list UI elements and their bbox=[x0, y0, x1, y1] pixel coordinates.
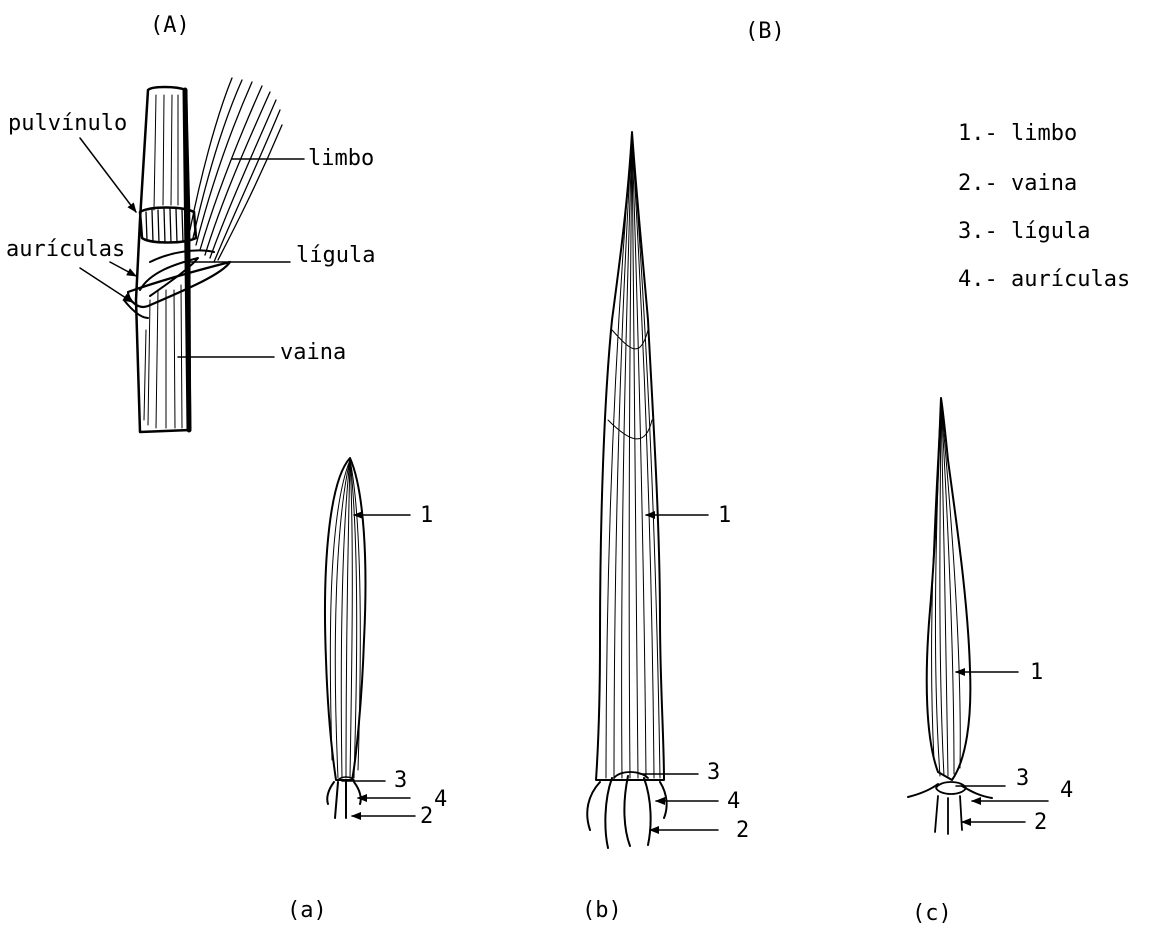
panel-title-a: (a) bbox=[287, 898, 327, 923]
label-vaina: vaina bbox=[280, 340, 346, 365]
leaf-a-label-4: 4 bbox=[434, 787, 447, 812]
legend-item-1: 1.- limbo bbox=[958, 121, 1077, 146]
leaf-a-illustration bbox=[325, 458, 365, 818]
leaf-b-label-2: 2 bbox=[736, 818, 749, 843]
leaf-c-label-3: 3 bbox=[1016, 766, 1029, 791]
leaf-a-label-2: 2 bbox=[420, 804, 433, 829]
leaf-c-illustration bbox=[908, 398, 992, 834]
panel-title-b: (b) bbox=[582, 898, 622, 923]
label-auriculas: aurículas bbox=[6, 237, 125, 262]
leaf-b-label-1: 1 bbox=[718, 503, 731, 528]
leaf-b-illustration bbox=[587, 132, 666, 848]
legend-item-2: 2.- vaina bbox=[958, 171, 1077, 196]
leaf-c-label-2: 2 bbox=[1034, 810, 1047, 835]
panel-title-A: (A) bbox=[150, 13, 190, 38]
legend-item-4: 4.- aurículas bbox=[958, 267, 1130, 292]
legend: 1.- limbo 2.- vaina 3.- lígula 4.- auríc… bbox=[958, 121, 1130, 292]
panel-title-B: (B) bbox=[745, 19, 785, 44]
label-ligula: lígula bbox=[296, 243, 375, 268]
leaf-a-label-3: 3 bbox=[394, 768, 407, 793]
leaf-b-label-3: 3 bbox=[707, 760, 720, 785]
leaf-c-label-1: 1 bbox=[1030, 660, 1043, 685]
panel-title-c: (c) bbox=[912, 901, 952, 926]
label-pulvinulo: pulvínulo bbox=[8, 111, 127, 136]
leaf-c-label-4: 4 bbox=[1060, 778, 1073, 803]
leaf-a-label-1: 1 bbox=[420, 503, 433, 528]
label-limbo: limbo bbox=[308, 146, 374, 171]
stem-illustration bbox=[124, 78, 282, 432]
legend-item-3: 3.- lígula bbox=[958, 219, 1090, 244]
leaf-b-label-4: 4 bbox=[727, 789, 740, 814]
